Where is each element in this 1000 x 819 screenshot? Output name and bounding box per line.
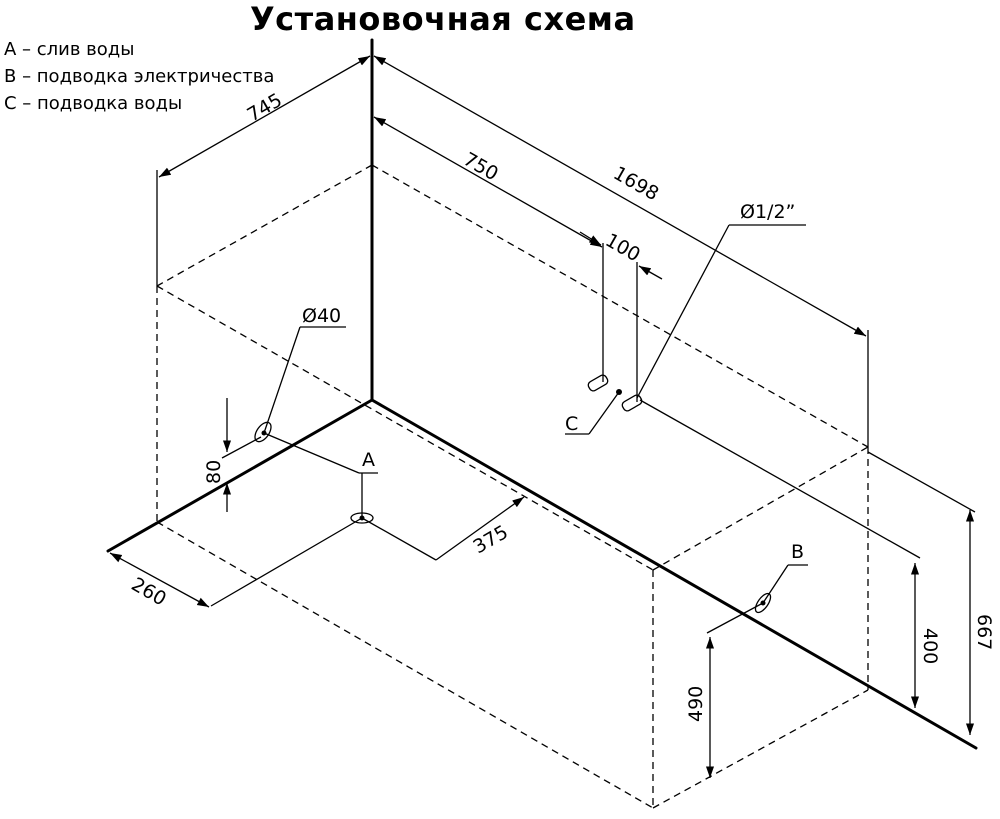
dimension-100: 100 [579,229,663,402]
marker-c-label: C [565,413,578,435]
dimension-745-label: 745 [244,89,286,126]
dimension-1698-label: 1698 [610,162,663,205]
legend-item-water: C – подводка воды [4,93,183,114]
drain-diameter-label: Ø40 [302,305,341,327]
pipe-left [587,374,609,392]
marker-b: B [754,541,808,614]
dimension-375: 375 [361,496,525,561]
dimension-375-label: 375 [470,521,512,558]
dimension-667: 667 [867,451,995,735]
bathtub-outline [156,164,869,809]
dimension-260: 260 [109,517,363,610]
dimension-745: 745 [156,55,371,286]
dimension-750-label: 750 [460,148,502,185]
drain-outlet [254,421,272,443]
dimension-pipe-diameter: Ø1/2” [636,201,806,399]
marker-c: C [565,391,620,435]
pipe-diameter-label: Ø1/2” [740,201,795,223]
diagram-title: Установочная схема [250,0,636,38]
wall-floor-right [370,398,978,750]
dimension-100-label: 100 [602,229,644,266]
drain-floor-point [350,512,374,524]
dimension-80-label: 80 [203,460,225,484]
dimension-260-label: 260 [128,573,170,610]
dimension-400: 400 [639,399,941,708]
dimension-80: 80 [203,398,262,512]
water-pipes [587,374,643,412]
wall-floor-left [106,398,374,553]
dimension-400-label: 400 [919,628,941,664]
dimension-667-label: 667 [973,614,995,650]
dimension-drain-diameter: Ø40 [254,305,346,443]
pipe-right [621,394,643,412]
marker-a: A [263,432,378,524]
dimension-490: 490 [685,602,764,778]
dimension-490-label: 490 [685,686,707,722]
dimension-750: 750 [373,116,603,248]
marker-b-label: B [791,541,804,563]
wall-outline [106,38,978,750]
legend-item-drain: A – слив воды [4,39,135,60]
marker-a-label: A [362,449,375,471]
